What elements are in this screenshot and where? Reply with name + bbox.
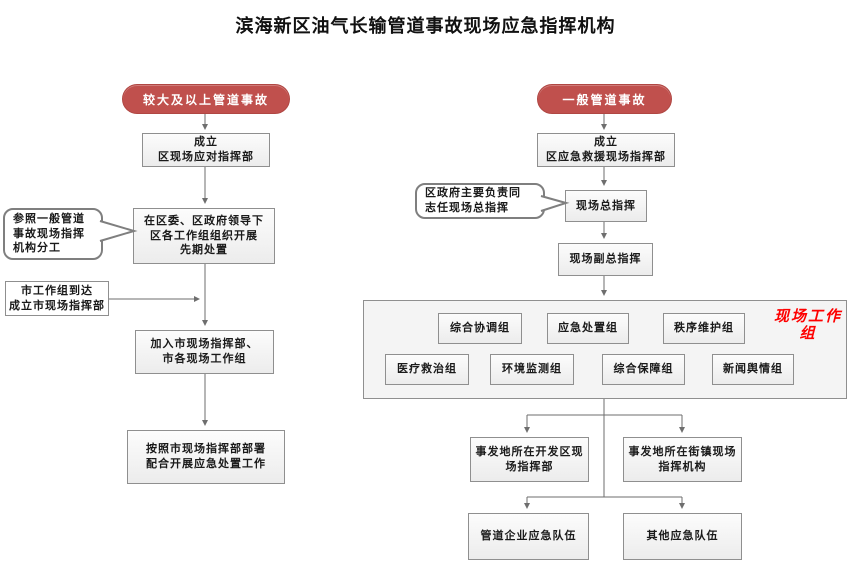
group-news-opinion-box: 新闻舆情组 <box>712 354 794 385</box>
group-emergency-disposal-box: 应急处置组 <box>547 313 629 344</box>
workgroups-red-label: 现场工作组 <box>773 307 842 343</box>
city-workgroup-arrival-box: 市工作组到达 成立市现场指挥部 <box>5 281 109 316</box>
left-event-terminator: 较大及以上管道事故 <box>122 84 290 114</box>
onsite-deputy-chief-box: 现场副总指挥 <box>558 243 653 276</box>
street-command-box: 事发地所在街镇现场 指挥机构 <box>623 437 742 482</box>
left-setup-command-box: 成立 区现场应对指挥部 <box>142 133 270 167</box>
group-order-maintenance-box: 秩序维护组 <box>663 313 745 344</box>
left-early-response-box: 在区委、区政府领导下 区各工作组组织开展 先期处置 <box>133 208 275 264</box>
page-title: 滨海新区油气长输管道事故现场应急指挥机构 <box>235 16 616 37</box>
devzone-command-box: 事发地所在开发区现 场指挥部 <box>470 437 589 482</box>
chief-assignment-callout: 区政府主要负责同 志任现场总指挥 <box>415 183 545 219</box>
other-emergency-team-box: 其他应急队伍 <box>623 513 742 560</box>
group-medical-rescue-box: 医疗救治组 <box>385 354 469 385</box>
group-environment-monitoring-box: 环境监测组 <box>490 354 574 385</box>
group-logistics-support-box: 综合保障组 <box>602 354 685 385</box>
join-city-command-box: 加入市现场指挥部、 市各现场工作组 <box>135 330 274 374</box>
follow-city-deployment-box: 按照市现场指挥部部署 配合开展应急处置工作 <box>127 430 285 484</box>
right-event-terminator: 一般管道事故 <box>537 84 672 114</box>
right-setup-command-box: 成立 区应急救援现场指挥部 <box>537 133 675 167</box>
group-coordination-box: 综合协调组 <box>438 313 522 344</box>
pipeline-enterprise-team-box: 管道企业应急队伍 <box>468 513 589 560</box>
left-reference-callout: 参照一般管道 事故现场指挥 机构分工 <box>3 208 103 260</box>
onsite-chief-box: 现场总指挥 <box>565 190 647 222</box>
